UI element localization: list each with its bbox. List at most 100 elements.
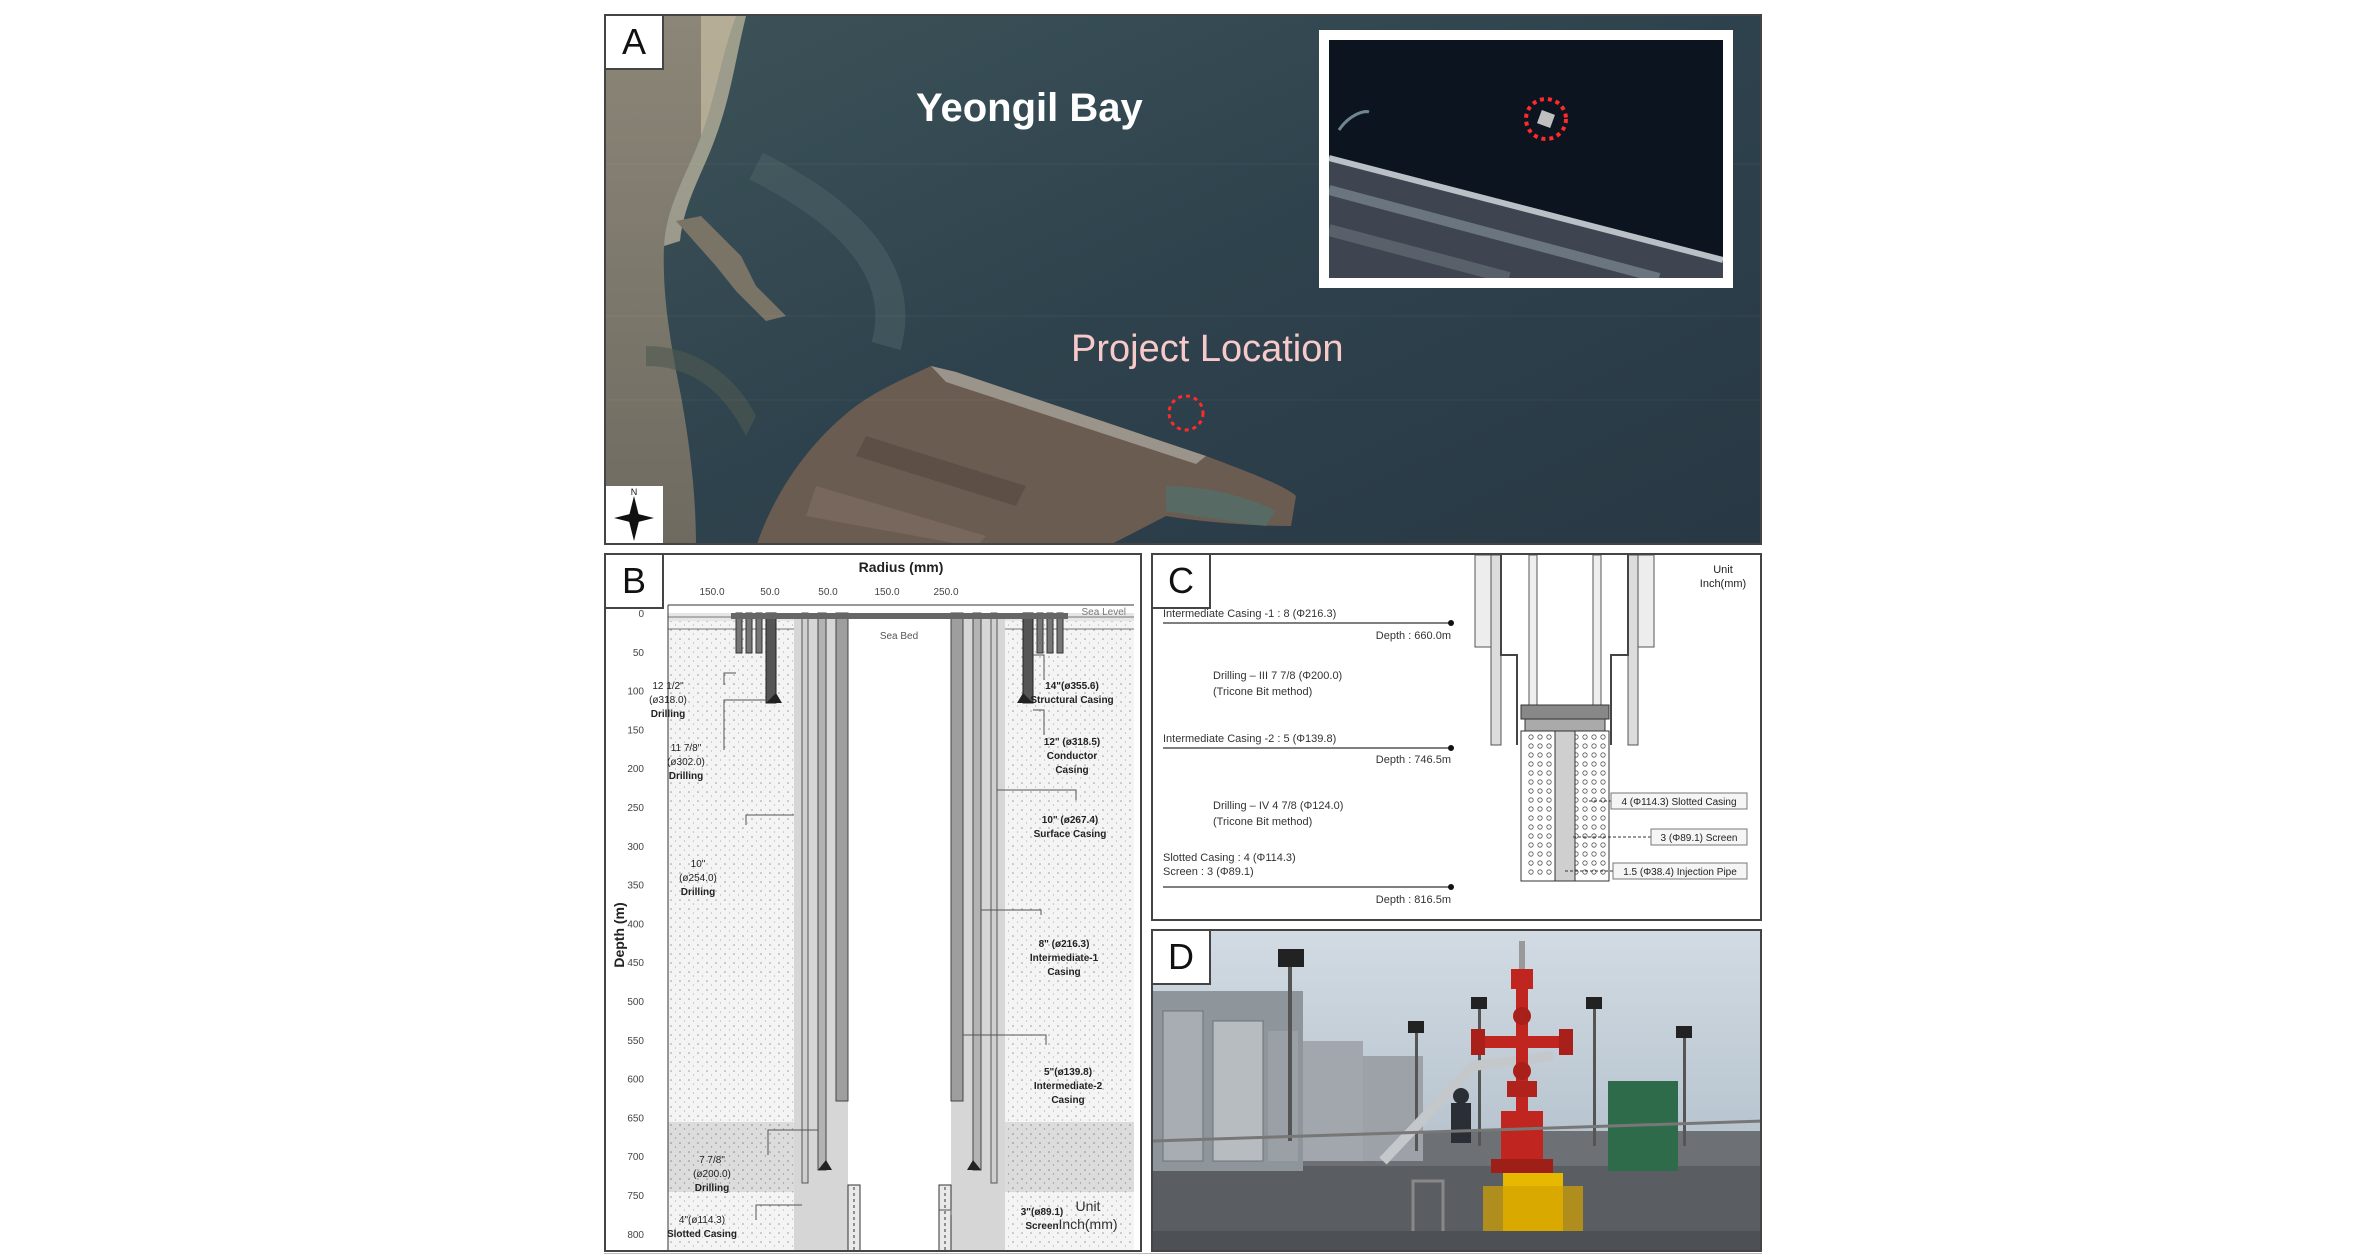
left-note-line: (ø302.0) bbox=[667, 757, 705, 768]
screen-perforation bbox=[1537, 761, 1543, 767]
screen-perforation bbox=[1591, 797, 1597, 803]
left-note-line: 12 1/2" bbox=[652, 681, 684, 692]
screen-perforation bbox=[1600, 797, 1606, 803]
screen-perforation bbox=[1582, 824, 1588, 830]
project-location-marker bbox=[1167, 394, 1205, 432]
y-tick-label: 800 bbox=[627, 1230, 644, 1241]
screen-perforation bbox=[1528, 743, 1534, 749]
screen-perforation bbox=[1582, 806, 1588, 812]
y-tick-label: 0 bbox=[638, 609, 644, 620]
inset-zoom-image bbox=[1319, 30, 1733, 288]
left-note-line: Drilling bbox=[681, 887, 715, 898]
screen-perforation bbox=[1600, 788, 1606, 794]
screen-perforation bbox=[1546, 743, 1552, 749]
screen-perforation bbox=[1528, 788, 1534, 794]
x-tick-label: 250.0 bbox=[933, 587, 958, 598]
x-axis-title: Radius (mm) bbox=[859, 559, 944, 575]
y-tick-label: 500 bbox=[627, 997, 644, 1008]
screen-perforation bbox=[1600, 734, 1606, 740]
completion-note: (Tricone Bit method) bbox=[1213, 686, 1312, 698]
screen-perforation bbox=[1591, 860, 1597, 866]
screen-perforation bbox=[1528, 734, 1534, 740]
unit-label: Unit bbox=[1076, 1198, 1101, 1214]
left-note-line: 4"(ø114.3) bbox=[679, 1215, 725, 1226]
y-tick-label: 150 bbox=[627, 725, 644, 736]
unit-value: Inch(mm) bbox=[1700, 578, 1746, 590]
well-cross-section: Radius (mm) 50.0150.050.050.0150.0250.0 … bbox=[611, 559, 1134, 1250]
left-note-line: (ø318.0) bbox=[649, 695, 687, 706]
screen-perforation bbox=[1600, 815, 1606, 821]
x-tick-label: 150.0 bbox=[699, 587, 724, 598]
screen-perforation bbox=[1600, 824, 1606, 830]
screen-perforation bbox=[1582, 797, 1588, 803]
left-note-line: Drilling bbox=[669, 771, 703, 782]
screen-perforation bbox=[1591, 743, 1597, 749]
screen-perforation bbox=[1528, 824, 1534, 830]
screen-perforation bbox=[1582, 752, 1588, 758]
y-tick-label: 350 bbox=[627, 881, 644, 892]
y-tick-label: 650 bbox=[627, 1113, 644, 1124]
screen-perforation bbox=[1582, 851, 1588, 857]
screen-perforation bbox=[1591, 824, 1597, 830]
completion-note: Slotted Casing : 4 (Φ114.3) bbox=[1163, 852, 1296, 864]
screen-perforation bbox=[1591, 779, 1597, 785]
right-note-line: Conductor bbox=[1047, 751, 1098, 762]
completion-note: Drilling – III 7 7/8 (Φ200.0) bbox=[1213, 670, 1342, 682]
yeongil-bay-label: Yeongil Bay bbox=[916, 86, 1143, 130]
screen-perforation bbox=[1600, 860, 1606, 866]
panel-b-letter: B bbox=[606, 555, 664, 609]
completion-note: Drilling – IV 4 7/8 (Φ124.0) bbox=[1213, 800, 1343, 812]
screen-perforation bbox=[1582, 734, 1588, 740]
panel-d-site-photo: D bbox=[1151, 929, 1762, 1252]
screen-perforation bbox=[1600, 806, 1606, 812]
screen-perforation bbox=[1600, 842, 1606, 848]
sea-bed-label: Sea Bed bbox=[880, 631, 918, 642]
screen-perforation bbox=[1546, 860, 1552, 866]
north-compass-icon: N bbox=[606, 486, 663, 543]
right-note-line: 5"(ø139.8) bbox=[1044, 1067, 1092, 1078]
screen-perforation bbox=[1591, 788, 1597, 794]
screen-perforation bbox=[1582, 860, 1588, 866]
screen-perforation bbox=[1600, 779, 1606, 785]
panel-c-completion-detail: C Intermediate Casing -1 : 8 (Φ216.3)Dep… bbox=[1151, 553, 1762, 921]
left-note-line: Drilling bbox=[695, 1183, 729, 1194]
right-note-line: Casing bbox=[1047, 967, 1080, 978]
screen-perforation bbox=[1546, 824, 1552, 830]
screen-perforation bbox=[1582, 761, 1588, 767]
y-tick-label: 550 bbox=[627, 1036, 644, 1047]
unit-label: Unit bbox=[1713, 564, 1733, 576]
y-tick-label: 250 bbox=[627, 803, 644, 814]
screen-perforation bbox=[1537, 851, 1543, 857]
screen-perforation bbox=[1537, 833, 1543, 839]
right-note-line: 14"(ø355.6) bbox=[1045, 681, 1099, 692]
screen-perforation bbox=[1591, 815, 1597, 821]
y-axis-title: Depth (m) bbox=[611, 902, 627, 967]
screen-perforation bbox=[1528, 797, 1534, 803]
screen-perforation bbox=[1591, 806, 1597, 812]
screen-perforation bbox=[1591, 734, 1597, 740]
y-tick-label: 700 bbox=[627, 1152, 644, 1163]
screen-perforation bbox=[1537, 734, 1543, 740]
y-tick-label: 50 bbox=[633, 648, 645, 659]
screen-perforation bbox=[1582, 788, 1588, 794]
y-tick-label: 100 bbox=[627, 687, 644, 698]
city-land bbox=[606, 16, 736, 543]
unit-value: Inch(mm) bbox=[1058, 1216, 1117, 1232]
screen-perforation bbox=[1528, 833, 1534, 839]
right-note-line: 3"(ø89.1) bbox=[1021, 1207, 1064, 1218]
screen-perforation bbox=[1546, 815, 1552, 821]
completion-annotations: Intermediate Casing -1 : 8 (Φ216.3)Depth… bbox=[1163, 608, 1451, 906]
screen-perforation bbox=[1528, 806, 1534, 812]
screen-perforation bbox=[1600, 752, 1606, 758]
x-tick-label: 50.0 bbox=[760, 587, 780, 598]
completion-note: Depth : 746.5m bbox=[1376, 754, 1451, 766]
platform-icon bbox=[1537, 110, 1555, 128]
left-note-line: (ø200.0) bbox=[693, 1169, 731, 1180]
screen-perforation bbox=[1582, 815, 1588, 821]
right-note-line: Casing bbox=[1051, 1095, 1084, 1106]
screen-perforation bbox=[1591, 869, 1597, 875]
left-note-line: 7 7/8" bbox=[699, 1155, 725, 1166]
right-note-line: Intermediate-2 bbox=[1034, 1081, 1103, 1092]
callout-injection-pipe: 1.5 (Φ38.4) Injection Pipe bbox=[1623, 867, 1737, 878]
screen-perforation bbox=[1528, 860, 1534, 866]
